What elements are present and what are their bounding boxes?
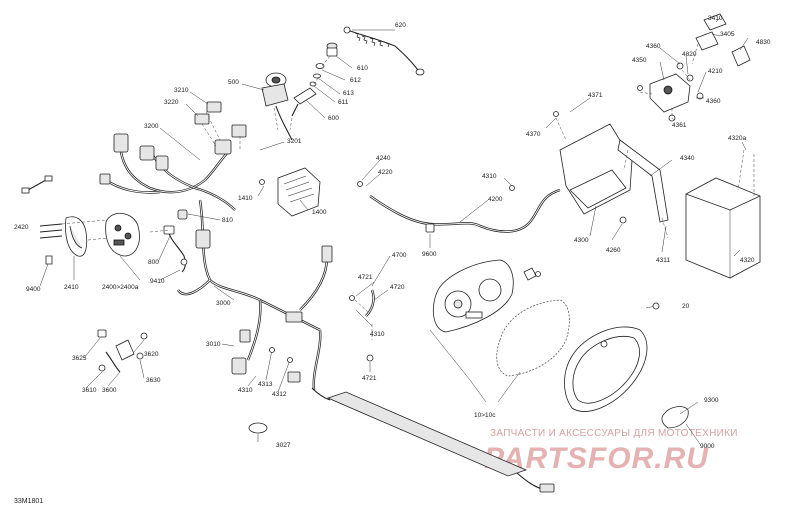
part-cluster-lens xyxy=(496,299,570,377)
callout-612: 612 xyxy=(350,77,361,84)
callout-4210: 4210 xyxy=(708,68,723,75)
callout-1410: 1410 xyxy=(238,195,253,202)
part-key-hardware xyxy=(291,42,338,117)
callout-2420: 2420 xyxy=(14,224,29,231)
part-harness-cover-strip xyxy=(311,387,555,493)
callout-3027: 3027 xyxy=(276,442,291,449)
part-9300-bezel xyxy=(564,326,689,429)
part-3200-front-harness xyxy=(99,133,236,211)
callout-4370: 4370 xyxy=(526,131,541,138)
part-3210-3220-relays xyxy=(194,101,247,138)
part-pigtail xyxy=(21,175,53,194)
callout-4320a: 4320a xyxy=(728,135,746,142)
callout-3000: 3000 xyxy=(216,300,231,307)
callout-20: 20 xyxy=(682,303,690,310)
callout-3600: 3600 xyxy=(102,387,117,394)
callout-4312: 4312 xyxy=(272,391,287,398)
part-620-tether-cord xyxy=(343,26,425,76)
callout-4721-bottom: 4721 xyxy=(362,375,377,382)
callout-4360-top: 4360 xyxy=(646,43,661,50)
part-10-gauge-cluster xyxy=(432,259,537,333)
callout-3200: 3200 xyxy=(144,123,159,130)
callout-613: 613 xyxy=(343,90,354,97)
callout-4820: 4820 xyxy=(682,51,697,58)
assembly-lines xyxy=(61,43,755,340)
part-500-ignition-switch xyxy=(261,72,293,141)
callout-4720: 4720 xyxy=(390,284,405,291)
callout-3201: 3201 xyxy=(287,138,302,145)
callout-3610: 3610 xyxy=(82,387,97,394)
part-4350-starter-solenoid xyxy=(637,13,751,122)
callout-4313: 4313 xyxy=(258,381,273,388)
callout-4340: 4340 xyxy=(680,155,695,162)
callout-4240: 4240 xyxy=(376,155,391,162)
callout-4260: 4260 xyxy=(606,247,621,254)
part-3600-sensor-group xyxy=(97,329,148,373)
callout-9410: 9410 xyxy=(150,278,165,285)
hardware-bits xyxy=(269,185,660,363)
drawing-code: 33M1801 xyxy=(14,498,43,505)
callout-4310-left: 4310 xyxy=(238,387,253,394)
part-4700-ground-cable xyxy=(349,289,375,362)
callout-600: 600 xyxy=(328,115,339,122)
callout-500: 500 xyxy=(228,79,239,86)
part-4320-battery xyxy=(685,177,761,279)
callout-810: 810 xyxy=(222,217,233,224)
callout-4220: 4220 xyxy=(378,169,393,176)
callout-3010: 3010 xyxy=(206,341,221,348)
callout-4300: 4300 xyxy=(574,237,589,244)
callout-9400: 9400 xyxy=(26,286,41,293)
callout-4200: 4200 xyxy=(488,196,503,203)
part-3027-clip xyxy=(248,422,268,434)
part-2400-handlebar-switch xyxy=(39,213,140,265)
callout-4361: 4361 xyxy=(672,122,687,129)
callout-3410: 3410 xyxy=(708,15,723,22)
callout-3625: 3625 xyxy=(72,355,87,362)
callout-3620: 3620 xyxy=(144,351,159,358)
watermark-caption: ЗАПЧАСТИ И АКСЕССУАРЫ ДЛЯ МОТОТЕХНИКИ xyxy=(490,428,738,439)
callout-4371: 4371 xyxy=(588,92,603,99)
part-1400-control-module xyxy=(259,167,321,217)
callout-10: 10>10c xyxy=(474,412,496,419)
part-800-sensor xyxy=(163,209,188,273)
callout-3405: 3405 xyxy=(720,31,735,38)
callout-611: 611 xyxy=(338,99,349,106)
callout-3210: 3210 xyxy=(174,87,189,94)
callout-800: 800 xyxy=(148,259,159,266)
callout-4311: 4311 xyxy=(656,257,670,264)
callout-4721-top: 4721 xyxy=(358,274,373,281)
callout-4350: 4350 xyxy=(632,57,647,64)
callout-9300: 9300 xyxy=(704,397,719,404)
part-4200-cable xyxy=(357,181,561,233)
callout-4830: 4830 xyxy=(756,39,771,46)
callout-4310-mid: 4310 xyxy=(482,173,497,180)
callout-9000: 9000 xyxy=(700,443,715,450)
callout-3630: 3630 xyxy=(146,377,161,384)
callout-4320: 4320 xyxy=(740,257,755,264)
callout-9600: 9600 xyxy=(422,251,437,258)
callout-4310-lower: 4310 xyxy=(370,331,385,338)
part-3000-main-harness xyxy=(177,199,333,391)
callout-620: 620 xyxy=(395,22,406,29)
callout-4360-bottom: 4360 xyxy=(706,98,721,105)
callout-4700: 4700 xyxy=(392,252,407,259)
callout-2400: 2400>2400a xyxy=(102,284,139,291)
callout-3220: 3220 xyxy=(164,99,179,106)
callout-2410: 2410 xyxy=(64,284,79,291)
part-4300-battery-tray xyxy=(553,111,669,224)
callout-labels: 620 610 612 613 611 600 500 3210 3220 32… xyxy=(14,15,771,450)
callout-610: 610 xyxy=(357,65,368,72)
callout-1400: 1400 xyxy=(312,209,327,216)
